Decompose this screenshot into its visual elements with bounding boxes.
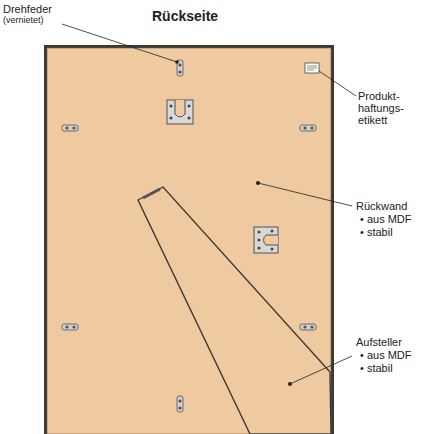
part-label: Drehfeder (3, 3, 52, 15)
part-label: Rückwand (356, 200, 407, 212)
part-note: • aus MDF (360, 349, 412, 361)
part-label: Produkt- haftungs- etikett (358, 90, 416, 126)
part-label: Aufsteller (356, 336, 402, 348)
part-note: (vernietet) (3, 15, 44, 25)
part-note: • stabil (360, 226, 393, 238)
part-note: • aus MDF (360, 213, 412, 225)
part-note: • stabil (360, 362, 393, 374)
diagram-title: Rückseite (152, 8, 218, 24)
